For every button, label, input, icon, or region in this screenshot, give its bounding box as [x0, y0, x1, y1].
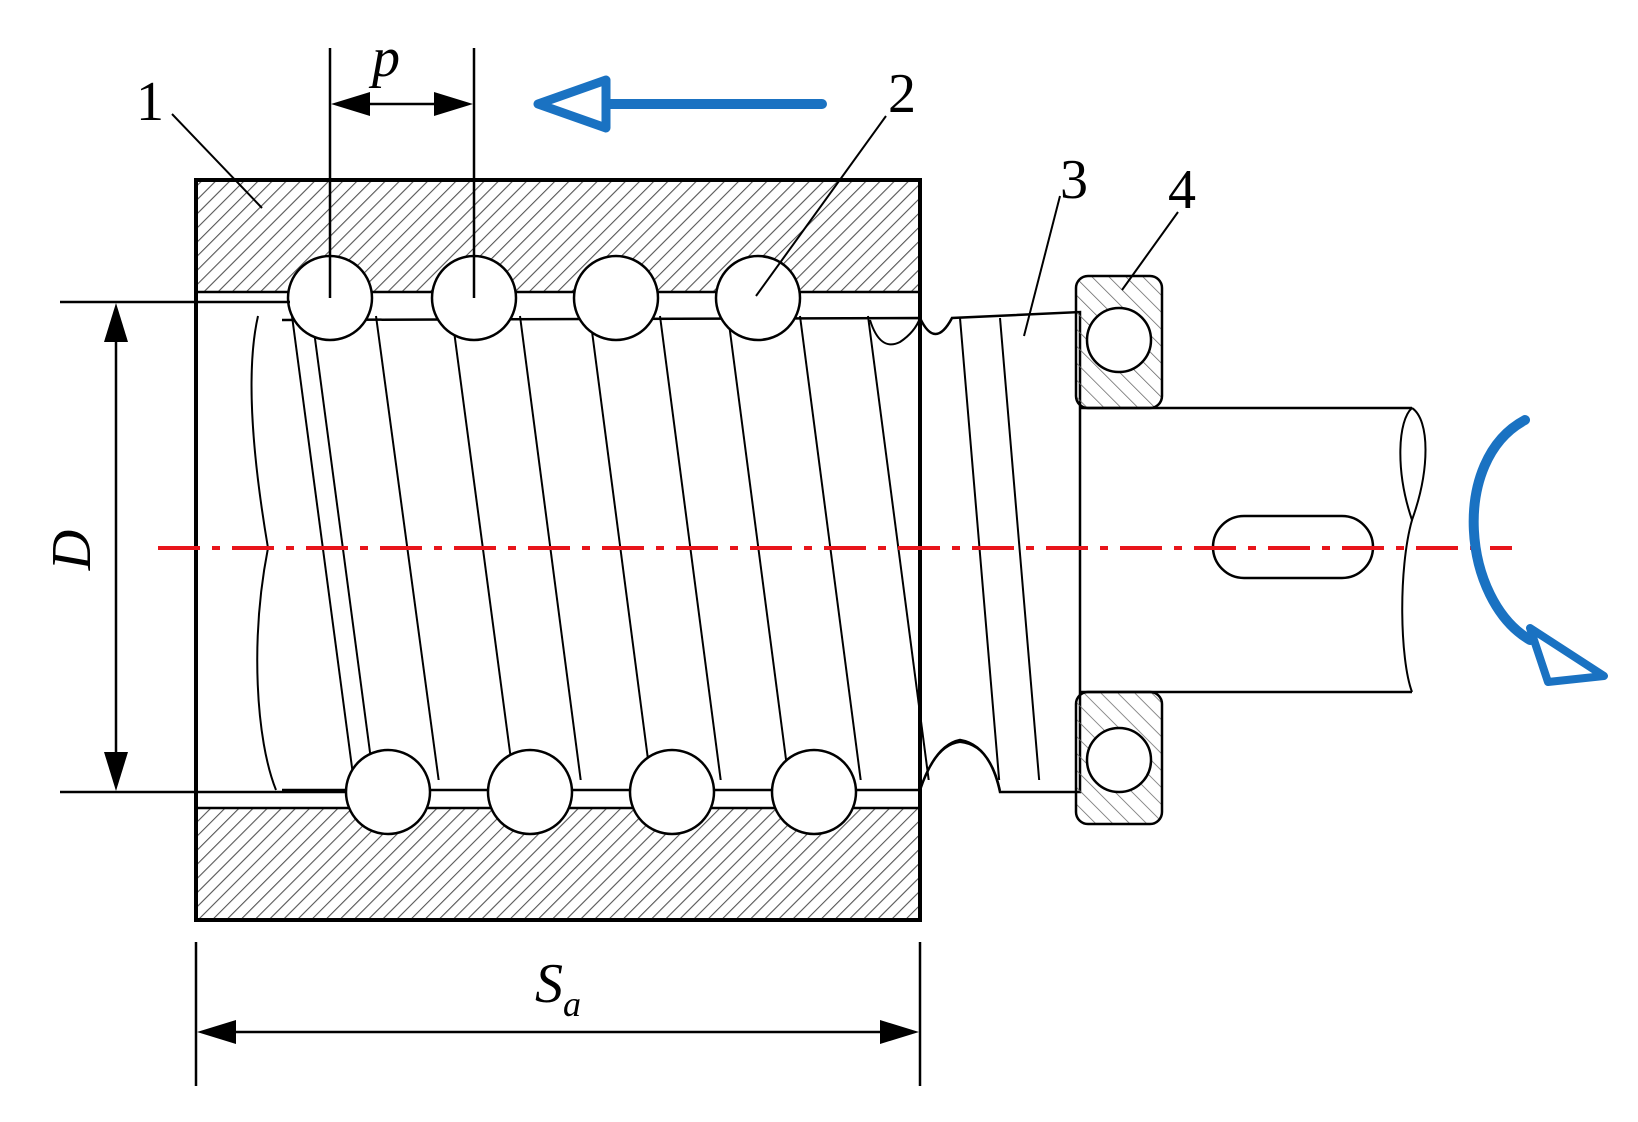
stroke-label: Sa — [535, 953, 581, 1024]
ball — [770, 748, 858, 836]
leader-lines — [171, 113, 1179, 337]
pitch-label: p — [368, 27, 400, 89]
bearing-ball — [1085, 726, 1153, 794]
ball — [714, 254, 802, 342]
part-label-1: 1 — [136, 71, 164, 133]
ball — [628, 748, 716, 836]
arrow-left-icon — [533, 75, 827, 133]
part-label-2: 2 — [888, 63, 916, 125]
bearing-ball — [1085, 306, 1153, 374]
part-label-4: 4 — [1168, 159, 1196, 221]
diameter-dimension — [60, 300, 346, 794]
ball — [486, 748, 574, 836]
curved-arrow-icon — [1468, 415, 1608, 686]
screw-shaft — [250, 310, 1082, 794]
pitch-dimension — [328, 48, 476, 298]
stroke-label-main: S — [535, 953, 563, 1015]
part-label-3: 3 — [1060, 149, 1088, 211]
stroke-label-sub: a — [563, 984, 581, 1024]
ball — [344, 748, 432, 836]
bearing — [1074, 274, 1164, 826]
stroke-dimension — [194, 942, 922, 1086]
balls — [286, 254, 858, 836]
diameter-label: D — [41, 530, 103, 571]
ball — [572, 254, 660, 342]
